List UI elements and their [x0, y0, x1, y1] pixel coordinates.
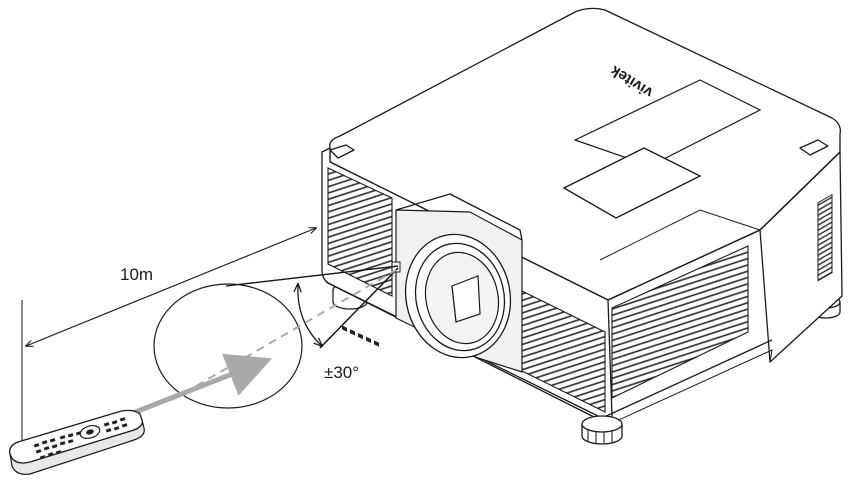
projector-foot-front-left [581, 415, 623, 445]
front-left-vent [327, 167, 393, 297]
angle-label: ±30° [324, 363, 359, 382]
side-lower-vent [611, 245, 749, 399]
reception-circle [153, 283, 303, 409]
remote-body-top [9, 409, 143, 464]
projector-side-vent [817, 193, 833, 282]
status-indicators [342, 325, 379, 347]
distance-label: 10m [120, 265, 153, 284]
projector-top-face [329, 7, 841, 301]
projector-top-panel [562, 147, 702, 219]
projection-lens [404, 233, 512, 359]
projector: vivitek [321, 7, 843, 445]
projector-rear-tab [799, 139, 829, 156]
dimension-line [26, 228, 316, 346]
distance-dimension [21, 228, 316, 446]
remote-control [9, 409, 145, 475]
